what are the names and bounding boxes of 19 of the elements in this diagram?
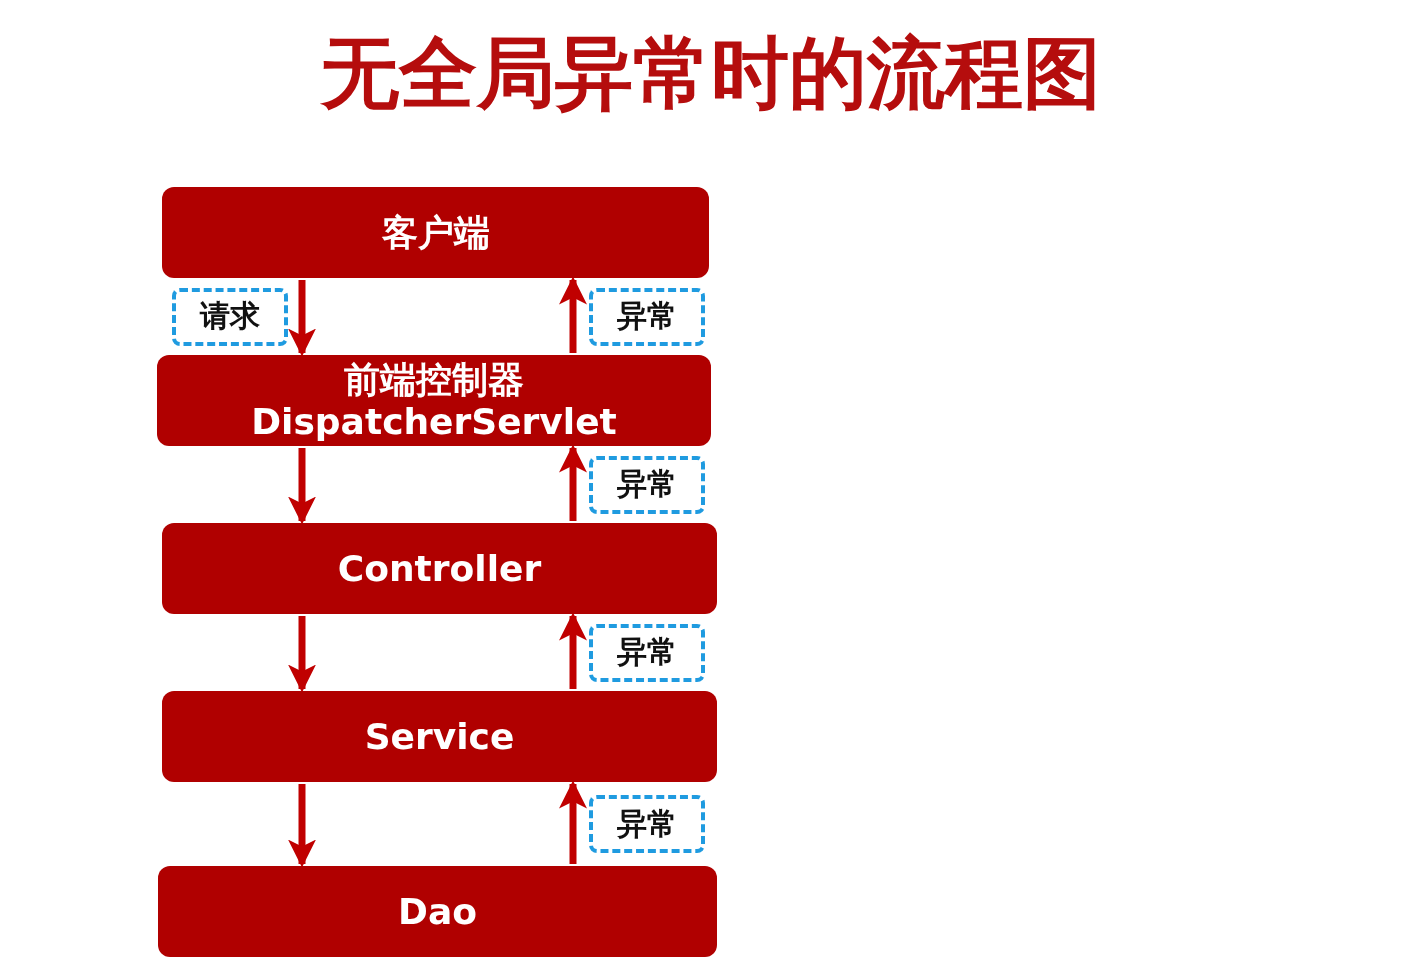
- arrow: [288, 280, 316, 357]
- arrow: [288, 616, 316, 693]
- process-box: 前端控制器 DispatcherServlet: [157, 355, 711, 446]
- process-box: Service: [162, 691, 717, 782]
- edge-label: 异常: [589, 287, 705, 346]
- arrow: [288, 448, 316, 525]
- arrow: [288, 784, 316, 868]
- process-box: Dao: [158, 866, 717, 957]
- arrow: [559, 276, 587, 353]
- arrow: [559, 780, 587, 864]
- arrow: [559, 444, 587, 521]
- process-box: 客户端: [162, 187, 709, 278]
- edge-label: 异常: [589, 623, 705, 682]
- edge-label: 异常: [589, 795, 705, 853]
- arrow: [559, 612, 587, 689]
- edge-label: 异常: [589, 455, 705, 514]
- process-box: Controller: [162, 523, 717, 614]
- edge-label: 请求: [172, 287, 288, 346]
- title: 无全局异常时的流程图: [319, 27, 1102, 120]
